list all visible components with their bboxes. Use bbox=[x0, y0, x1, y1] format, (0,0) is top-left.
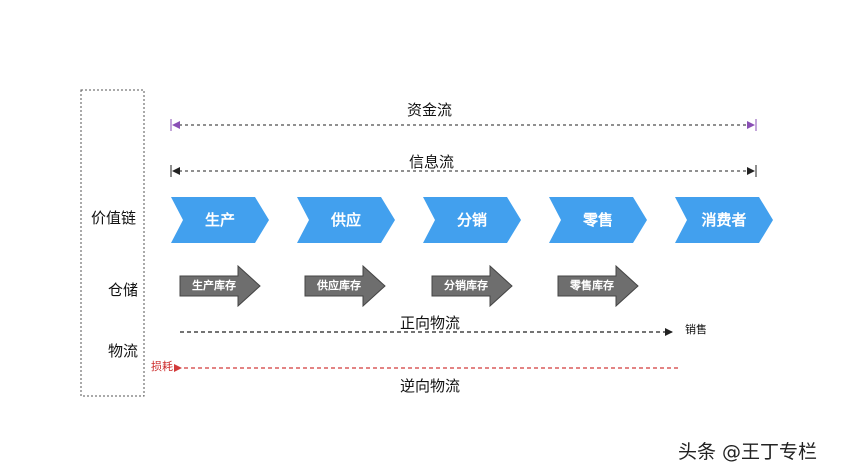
chevron-label-consumer: 消费者 bbox=[701, 211, 747, 229]
loss-label: 损耗 bbox=[151, 360, 173, 373]
sales-label: 销售 bbox=[685, 323, 707, 336]
forward-logistics-label: 正向物流 bbox=[400, 314, 461, 332]
chevron-retail bbox=[549, 197, 647, 243]
chevron-supply bbox=[297, 197, 395, 243]
info-flow-line bbox=[170, 165, 757, 177]
inventory-label-retail: 零售库存 bbox=[570, 279, 614, 292]
info-flow-label: 信息流 bbox=[409, 153, 455, 171]
chevron-production bbox=[171, 197, 269, 243]
value-chain-chevrons bbox=[171, 197, 773, 243]
inventory-arrow-retail bbox=[557, 264, 639, 308]
inventory-label-production: 生产库存 bbox=[192, 279, 236, 292]
inventory-arrow-distribution bbox=[431, 264, 513, 308]
chevron-label-retail: 零售 bbox=[582, 211, 613, 229]
inventory-arrow-production bbox=[179, 264, 261, 308]
chevron-label-supply: 供应 bbox=[330, 211, 361, 229]
inventory-label-supply: 供应库存 bbox=[317, 279, 361, 292]
chevron-consumer bbox=[675, 197, 773, 243]
chevron-label-production: 生产 bbox=[204, 211, 235, 229]
chevron-distribution bbox=[423, 197, 521, 243]
inventory-arrows bbox=[179, 264, 639, 308]
row-label-frame bbox=[80, 89, 145, 397]
watermark-text: 头条 @王丁专栏 bbox=[678, 441, 818, 463]
row-label-storage: 仓储 bbox=[108, 281, 139, 299]
money-flow-label: 资金流 bbox=[407, 101, 453, 119]
row-label-value-chain: 价值链 bbox=[91, 209, 137, 227]
chevron-label-distribution: 分销 bbox=[456, 211, 487, 229]
inventory-arrow-supply bbox=[304, 264, 386, 308]
row-label-logistics: 物流 bbox=[108, 342, 139, 360]
money-flow-line bbox=[170, 119, 757, 131]
reverse-logistics-label: 逆向物流 bbox=[400, 377, 461, 395]
inventory-label-distribution: 分销库存 bbox=[444, 279, 488, 292]
